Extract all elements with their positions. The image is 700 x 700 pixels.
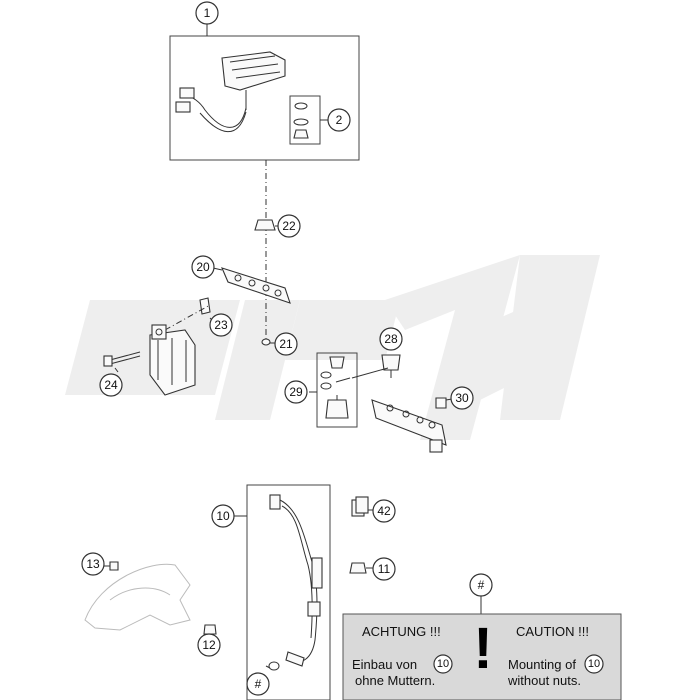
callout-22: 22 — [277, 214, 301, 238]
callout-2: 2 — [327, 108, 351, 132]
mounting-kit-frame — [316, 352, 358, 428]
callout-11: 11 — [372, 557, 396, 581]
caution-exclamation: ! — [473, 616, 492, 681]
callout-20: 20 — [191, 255, 215, 279]
speedometer-body — [221, 51, 286, 91]
callout-21: 21 — [274, 332, 298, 356]
speedometer-holder-20 — [212, 267, 291, 304]
callout-13-label: 13 — [86, 557, 100, 571]
mounting-kit-29 — [309, 352, 358, 428]
caution-line1-de: Einbau von — [352, 657, 417, 672]
callout-28-label: 28 — [384, 332, 398, 346]
caution-notice: # ACHTUNG !!! CAUTION !!! ! Einbau von 1… — [342, 573, 622, 700]
speed-sensor-cable-10 — [234, 484, 331, 700]
cable-frame — [246, 484, 331, 700]
callout-13: 13 — [81, 552, 105, 576]
callout-24-label: 24 — [104, 378, 118, 392]
callout-1: 1 — [195, 1, 219, 36]
callout-22-label: 22 — [282, 219, 296, 233]
callout-2-label: 2 — [336, 113, 343, 127]
speedometer-assembly — [169, 35, 360, 161]
watermark-logo — [65, 255, 600, 440]
callout-12: 12 — [197, 633, 221, 657]
caution-ref-en: 10 — [588, 658, 600, 670]
callout-29: 29 — [284, 380, 308, 404]
callout-24: 24 — [99, 373, 123, 397]
caution-line2-en: without nuts. — [507, 673, 581, 688]
caution-title-de: ACHTUNG !!! — [362, 624, 441, 639]
caution-panel — [342, 613, 622, 700]
rubber-mount-28 — [351, 354, 401, 379]
callout-42: 42 — [372, 499, 396, 523]
callout-42-label: 42 — [377, 504, 391, 518]
caution-ref-de: 10 — [437, 658, 449, 670]
callout-12-label: 12 — [202, 638, 216, 652]
caution-line1-en: Mounting of — [508, 657, 576, 672]
callout-23-label: 23 — [214, 318, 228, 332]
spacer-23 — [164, 297, 215, 331]
callout-hash-label: # — [255, 677, 262, 691]
callout-11-label: 11 — [378, 562, 391, 576]
caution-title-en: CAUTION !!! — [516, 624, 589, 639]
cable-clip-42 — [351, 496, 375, 517]
callout-21-label: 21 — [279, 337, 293, 351]
callout-hash: # — [246, 665, 271, 696]
disc-guard-13 — [84, 561, 191, 631]
callout-28: 28 — [379, 327, 403, 351]
caution-marker: # — [478, 578, 485, 592]
speedometer-connector-a — [179, 87, 195, 99]
callout-1-label: 1 — [204, 6, 211, 20]
callout-29-label: 29 — [289, 385, 303, 399]
callout-10-label: 10 — [216, 509, 230, 523]
callout-23: 23 — [209, 313, 233, 337]
callout-20-label: 20 — [196, 260, 210, 274]
caution-line2-de: ohne Muttern. — [355, 673, 435, 688]
speedometer-holder-right — [371, 399, 447, 453]
nut-11 — [349, 562, 374, 574]
callout-30-label: 30 — [455, 391, 469, 405]
speedometer-frame — [169, 35, 360, 161]
grommet-21 — [261, 338, 276, 346]
speedometer-cable — [185, 95, 247, 128]
speedometer-connector-b — [175, 101, 191, 113]
mounting-bracket-24 — [103, 324, 196, 396]
callout-10: 10 — [211, 504, 235, 528]
callout-30: 30 — [450, 386, 474, 410]
